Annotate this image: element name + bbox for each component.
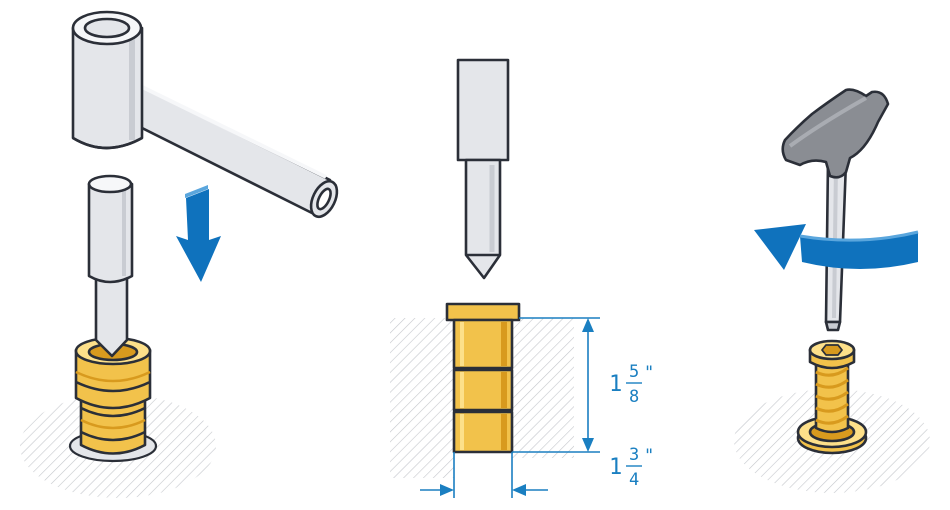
wall-hatch-right <box>510 318 574 458</box>
height-denominator: 8 <box>629 387 639 407</box>
hammer-icon <box>71 10 339 219</box>
setting-punch-tool <box>87 174 134 358</box>
width-numerator: 3 <box>629 445 639 465</box>
step-1-group <box>20 10 339 498</box>
width-unit: " <box>644 446 654 466</box>
brass-insert-section <box>445 302 521 454</box>
step-3-group <box>734 88 930 493</box>
dimension-lines <box>420 317 600 498</box>
height-unit: " <box>644 363 654 383</box>
width-dimension-label: 1 3 4 " <box>609 445 654 490</box>
width-whole: 1 <box>609 455 622 480</box>
threaded-screw-installed <box>796 339 868 455</box>
width-denominator: 4 <box>629 470 639 490</box>
height-numerator: 5 <box>629 362 639 382</box>
wall-hatch-left <box>390 318 454 478</box>
rotate-arrow-icon <box>754 224 919 270</box>
down-arrow-icon <box>176 185 221 282</box>
height-dimension-label: 1 5 8 " <box>609 362 654 407</box>
insert-driver-bit <box>456 58 510 280</box>
t-handle-hex-key-icon <box>781 88 890 332</box>
step-2-group: 1 5 8 " 1 3 4 " <box>390 58 654 498</box>
height-whole: 1 <box>609 372 622 397</box>
